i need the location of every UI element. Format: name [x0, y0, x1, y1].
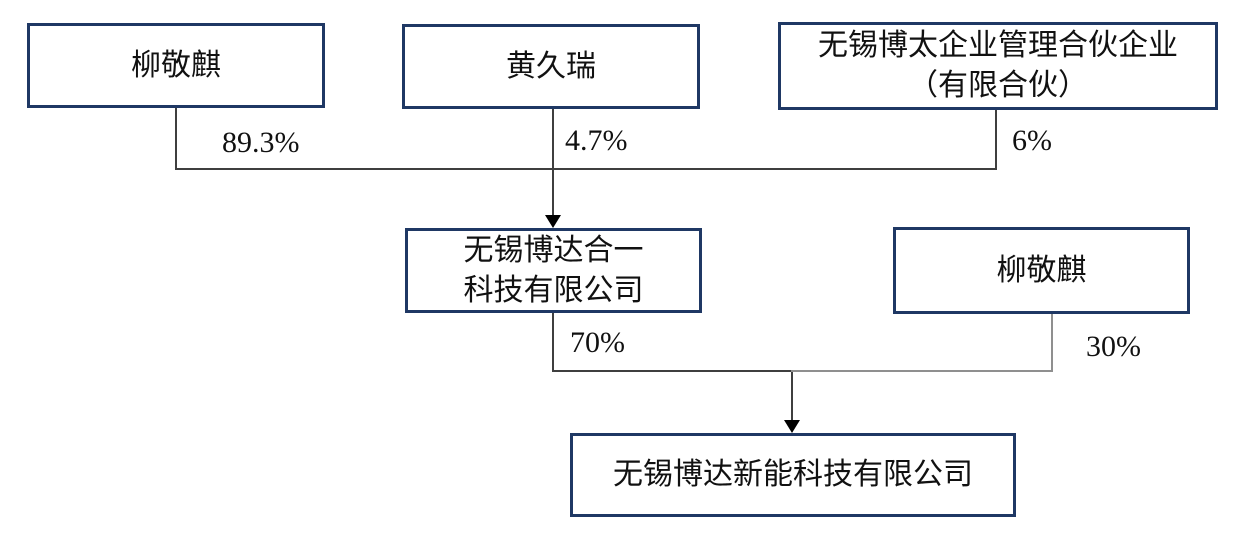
- node-label: 柳敬麒: [131, 48, 221, 82]
- node-label-line2: 科技有限公司: [463, 273, 644, 307]
- node-label-line1: 无锡博太企业管理合伙企业: [818, 29, 1178, 62]
- ownership-pct-label-liu-mid: 30%: [1086, 330, 1141, 363]
- ownership-pct-label-botai: 6%: [1012, 124, 1052, 157]
- node-label: 柳敬麒: [996, 253, 1087, 287]
- node-shareholder-liu-jingqi-top: 柳敬麒: [27, 23, 325, 108]
- node-label-line1: 无锡博达合一: [463, 233, 644, 267]
- connector-mid-horizontal-bus-right: [791, 370, 1053, 372]
- connector-boda-heyi-vertical: [552, 313, 554, 372]
- connector-into-boda-xinneng-vertical: [791, 372, 793, 422]
- node-company-wuxi-boda-xinneng: 无锡博达新能科技有限公司: [570, 433, 1016, 517]
- node-company-wuxi-boda-heyi: 无锡博达合一 科技有限公司: [405, 228, 702, 313]
- ownership-pct-label-boda-heyi: 70%: [570, 326, 625, 359]
- node-shareholder-huang-jiurui: 黄久瑞: [402, 24, 700, 109]
- connector-mid-horizontal-bus-left: [552, 370, 793, 372]
- arrow-down-icon: [545, 215, 561, 228]
- node-shareholder-liu-jingqi-mid: 柳敬麒: [893, 227, 1190, 314]
- ownership-pct-label-liu-top: 89.3%: [222, 126, 300, 159]
- connector-huang-vertical: [552, 109, 554, 218]
- node-label: 黄久瑞: [506, 49, 596, 83]
- arrow-down-icon: [784, 420, 800, 433]
- node-label-line2: （有限合伙）: [908, 69, 1088, 102]
- node-partnership-wuxi-botai: 无锡博太企业管理合伙企业 （有限合伙）: [778, 22, 1218, 110]
- connector-liu-mid-vertical: [1051, 314, 1053, 372]
- connector-liu-top-vertical: [175, 108, 177, 170]
- node-label: 无锡博达新能科技有限公司: [613, 458, 973, 491]
- ownership-pct-label-huang: 4.7%: [565, 124, 628, 157]
- connector-top-horizontal-bus: [175, 168, 997, 170]
- connector-botai-vertical: [995, 110, 997, 170]
